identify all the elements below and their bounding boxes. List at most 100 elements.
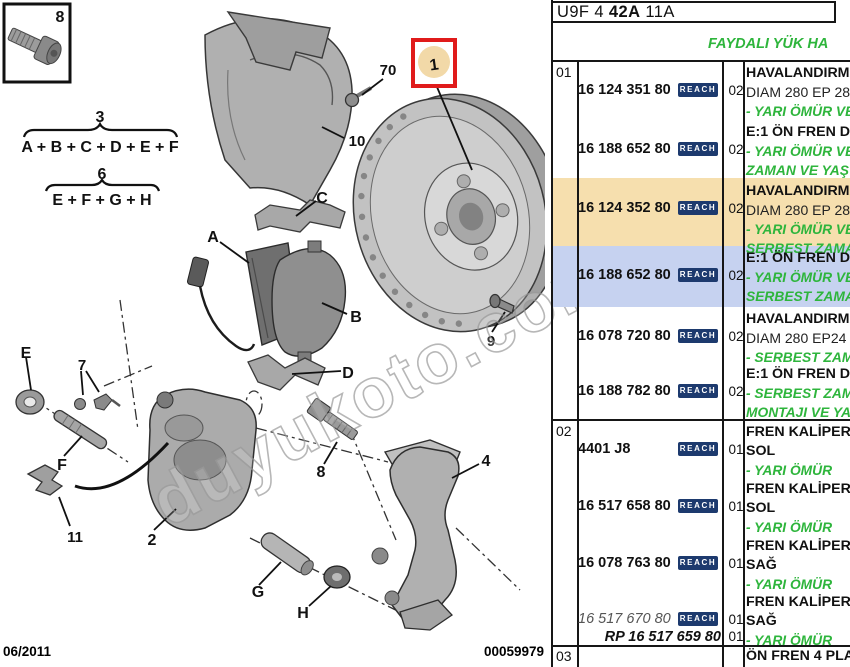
description-line: DIAM 280 EP 28: [746, 84, 850, 100]
callout-10: 10: [349, 133, 366, 150]
brake-pad-B: [271, 240, 347, 364]
part-number[interactable]: 16 124 352 80: [578, 200, 671, 216]
description-line: - YARI ÖMÜR: [746, 577, 833, 592]
callout-H: H: [297, 605, 309, 622]
disc-screw-9: [489, 293, 515, 314]
description-line: E:1 ÖN FREN DİS: [746, 366, 850, 382]
reach-badge[interactable]: REACH: [678, 499, 718, 513]
guide-bolt-8: [306, 398, 358, 440]
inset-box-bolt-8: [2, 2, 72, 84]
reach-badge[interactable]: REACH: [678, 83, 718, 97]
qty-column-line-right: [743, 62, 745, 667]
part-number[interactable]: 16 078 763 80: [578, 555, 671, 571]
kit-formula-3: [22, 121, 179, 138]
description-line: SAĞ: [746, 557, 777, 573]
revision-date: 06/2011: [3, 644, 52, 659]
part-qty: 02: [728, 83, 744, 98]
part-qty: 02: [728, 142, 744, 157]
selected-callout-1[interactable]: 1: [411, 38, 457, 88]
catalog-code-prefix: U9F 4: [557, 3, 609, 21]
header-top-border: [551, 1, 836, 3]
reach-badge[interactable]: REACH: [678, 142, 718, 156]
section-ref-02: 02: [556, 423, 572, 439]
dust-shield: [204, 11, 353, 207]
description-line: MONTAJI VE YAŞ: [746, 405, 850, 420]
part-qty: 01: [728, 612, 744, 627]
description-line: DIAM 280 EP24: [746, 330, 847, 346]
callout-7: 7: [78, 357, 86, 374]
description-line: DIAM 280 EP 28: [746, 202, 850, 218]
part-number[interactable]: 16 517 658 80: [578, 498, 671, 514]
qty-column-line-left: [722, 62, 724, 667]
brake-caliper: [74, 388, 257, 531]
description-line: E:1 ÖN FREN DİS: [746, 124, 850, 140]
part-number[interactable]: 16 078 720 80: [578, 328, 671, 344]
part-description: FREN KALİPERİ ÇSAĞ- YARI ÖMÜR: [746, 593, 850, 650]
part-number[interactable]: 16 188 782 80: [578, 383, 671, 399]
reach-badge[interactable]: REACH: [678, 384, 718, 398]
part-qty: 02: [728, 329, 744, 344]
reach-badge[interactable]: REACH: [678, 268, 718, 282]
callout-6: 6: [98, 166, 107, 183]
variant-banner: FAYDALI YÜK HA: [708, 36, 829, 52]
reach-badge[interactable]: REACH: [678, 612, 718, 626]
description-line: - YARI ÖMÜR VE: [746, 104, 850, 119]
catalog-code-suffix: 11A: [640, 3, 675, 21]
section-03-divider: [551, 645, 850, 647]
section-02-divider: [551, 419, 850, 421]
part-number[interactable]: 4401 J8: [578, 441, 631, 457]
brake-exploded-diagram: 1 8 3 A + B + C + D + E + F 6 E + F + G …: [2, 2, 545, 659]
callout-A: A: [207, 229, 219, 246]
bleed-screw-7: [74, 393, 121, 411]
part-description: FREN KALİPERİ YSOL- YARI ÖMÜR: [746, 423, 850, 480]
description-line: FREN KALİPERİ Y: [746, 424, 850, 440]
guide-pin-F: [53, 409, 108, 450]
formula-3: A + B + C + D + E + F: [21, 139, 178, 156]
description-line: E:1 ÖN FREN DİS: [746, 250, 850, 266]
disc-vent-holes: [358, 113, 463, 327]
description-line: HAVALANDIRMA: [746, 183, 850, 199]
reach-badge[interactable]: REACH: [678, 556, 718, 570]
callout-D: D: [342, 365, 354, 382]
boot-ring-E: [15, 389, 45, 415]
description-line: - YARI ÖMÜR VE: [746, 144, 850, 159]
reach-badge[interactable]: REACH: [678, 442, 718, 456]
reach-badge[interactable]: REACH: [678, 329, 718, 343]
callout-C: C: [316, 190, 328, 207]
part-qty: 02: [728, 201, 744, 216]
callout-8-inset: 8: [56, 9, 65, 26]
description-line: FREN KALİPERİ Ç: [746, 594, 850, 610]
section-ref-03: 03: [556, 648, 572, 664]
part-number[interactable]: 16 124 351 80: [578, 82, 671, 98]
part-qty: 02: [728, 268, 744, 283]
callout-E: E: [21, 345, 32, 362]
catalog-code-section: 42A: [608, 3, 641, 21]
table-left-border: [551, 0, 553, 667]
callout-F: F: [57, 457, 67, 474]
part-qty: 01: [728, 442, 744, 457]
callout-2: 2: [148, 532, 157, 549]
callout-3: 3: [96, 109, 105, 126]
bushing-H: [323, 565, 351, 589]
brake-disc: [352, 93, 545, 333]
table-top-border: [551, 60, 850, 62]
description-line: - SERBEST ZAMA: [746, 350, 850, 365]
part-number[interactable]: 16 188 652 80: [578, 267, 671, 283]
reach-badge[interactable]: REACH: [678, 201, 718, 215]
part-qty: 01: [728, 499, 744, 514]
replacement-qty: 01: [728, 629, 744, 644]
part-number[interactable]: 16 517 670 80: [578, 611, 671, 627]
part-description: FREN KALİPERİ YSAĞ- YARI ÖMÜR: [746, 537, 850, 594]
description-line: SOL: [746, 443, 776, 459]
formula-6: E + F + G + H: [52, 192, 151, 209]
wear-sensor-wire: [186, 256, 256, 352]
part-description: FREN KALİPERİ ÇSOL- YARI ÖMÜR: [746, 480, 850, 537]
replacement-part-number[interactable]: RP 16 517 659 80: [604, 629, 721, 645]
description-line: - SERBEST ZAMA: [746, 386, 850, 401]
part-number[interactable]: 16 188 652 80: [578, 141, 671, 157]
